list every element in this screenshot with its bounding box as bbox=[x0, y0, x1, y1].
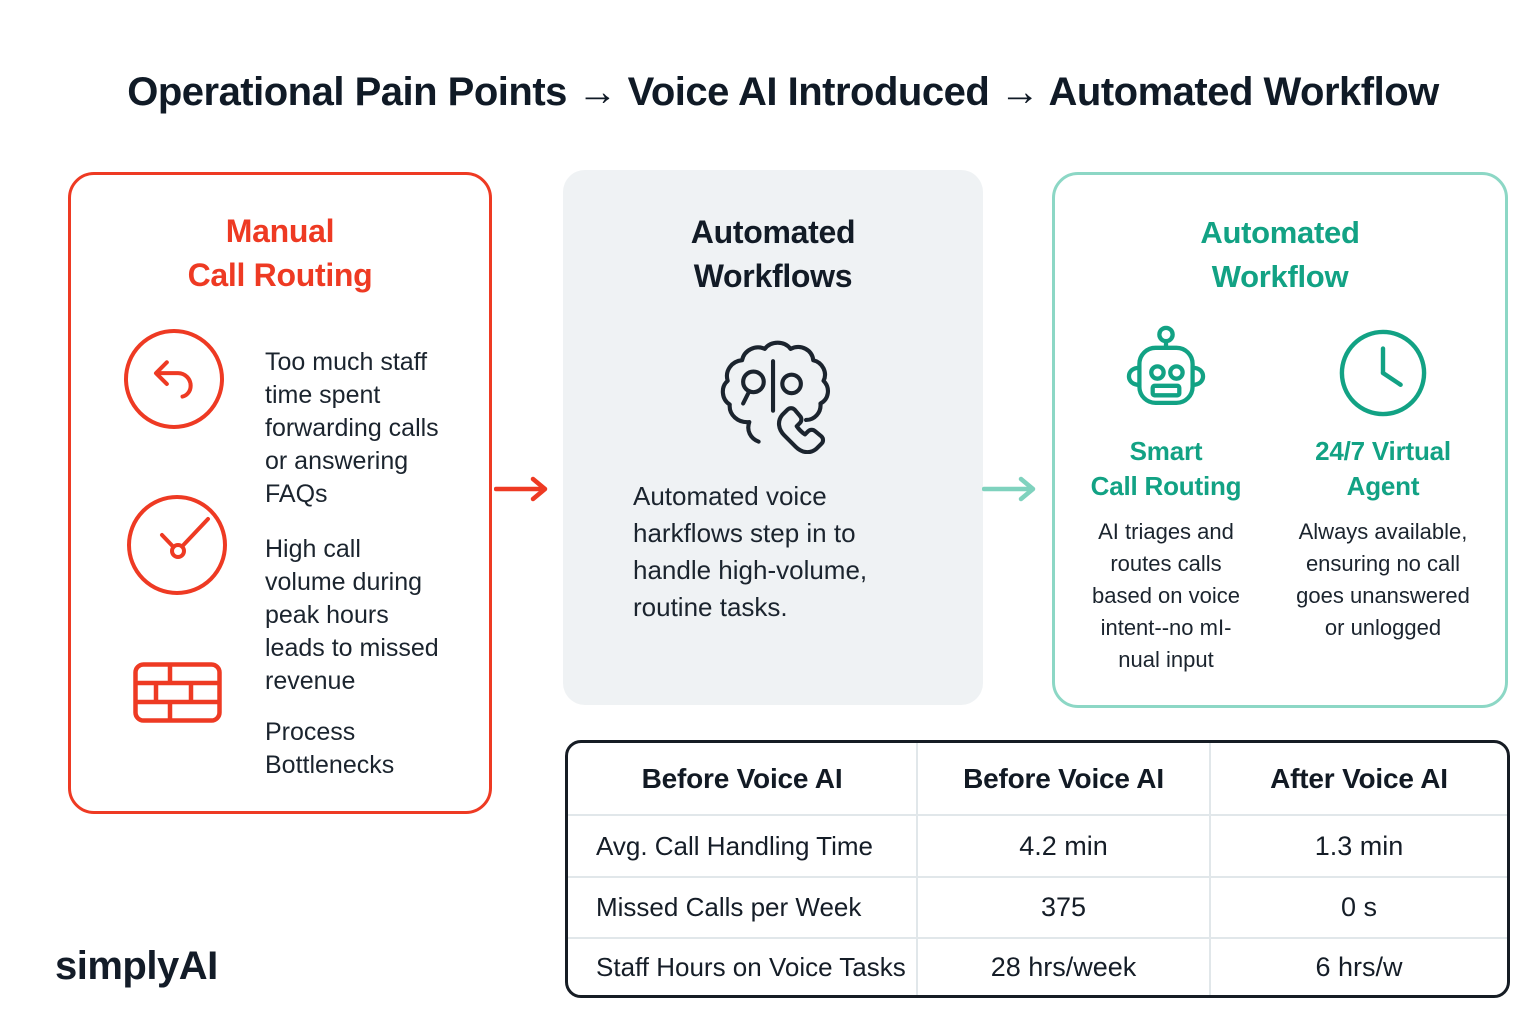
flow-arrow-teal-icon bbox=[982, 476, 1036, 502]
main-title: Operational Pain Points → Voice AI Intro… bbox=[127, 70, 1439, 114]
brick-wall-icon bbox=[133, 662, 222, 723]
feature-description: Always available, ensuring no call goes … bbox=[1296, 519, 1470, 640]
result-card-title: Automated Workflow bbox=[1200, 215, 1360, 294]
feature-label: 24/7 Virtual Agent bbox=[1315, 436, 1451, 501]
undo-arrow-icon bbox=[124, 329, 224, 429]
clock-icon bbox=[1277, 325, 1489, 420]
middle-card-description: Automated voice harkflows step in to han… bbox=[633, 481, 868, 622]
pain-item-text-3: Process Bottlenecks bbox=[265, 718, 395, 779]
pain-item-text-2: High call volume during peak hours leads… bbox=[265, 535, 439, 695]
automated-workflows-card: Automated Workflows Automated voice hark… bbox=[563, 170, 983, 705]
table-cell: 1.3 min bbox=[1211, 816, 1507, 878]
table-row-label: Missed Calls per Week bbox=[568, 878, 918, 939]
table-cell: 28 hrs/week bbox=[918, 939, 1211, 995]
table-header-cell: Before Voice AI bbox=[568, 743, 918, 816]
voice-brain-icon bbox=[705, 320, 839, 454]
middle-card-title: Automated Workflows bbox=[690, 214, 856, 294]
feature-virtual-agent: 24/7 Virtual Agent Always available, ens… bbox=[1277, 325, 1489, 644]
pain-item-text-1: Too much staff time spent forwarding cal… bbox=[265, 348, 439, 508]
table-row-label: Avg. Call Handling Time bbox=[568, 816, 918, 878]
table-cell: 0 s bbox=[1211, 878, 1507, 939]
table-cell: 6 hrs/w bbox=[1315, 951, 1403, 982]
feature-label: Smart Call Routing bbox=[1090, 436, 1242, 501]
table-cell: 4.2 min bbox=[918, 816, 1211, 878]
clock-icon bbox=[127, 495, 227, 595]
brand-logo: simplyAI bbox=[55, 944, 218, 988]
table-header-cell: Before Voice AI bbox=[918, 743, 1211, 816]
table-header-cell: After Voice AI bbox=[1211, 743, 1507, 816]
pain-card-title: Manual Call Routing bbox=[187, 213, 373, 293]
comparison-table: Before Voice AI Before Voice AI After Vo… bbox=[565, 740, 1510, 998]
table-cell: 375 bbox=[918, 878, 1211, 939]
flow-arrow-red-icon bbox=[494, 476, 548, 502]
feature-smart-call-routing: Smart Call Routing AI triages and routes… bbox=[1063, 325, 1269, 676]
pain-points-card: Manual Call Routing Too much staff time … bbox=[68, 172, 492, 814]
robot-icon bbox=[1063, 325, 1269, 420]
automated-workflow-card: Automated Workflow Smart Call Routing AI… bbox=[1052, 172, 1508, 708]
table-row-label: Staff Hours on Voice Tasks bbox=[568, 939, 918, 995]
feature-description: AI triages and routes calls based on voi… bbox=[1092, 519, 1240, 672]
